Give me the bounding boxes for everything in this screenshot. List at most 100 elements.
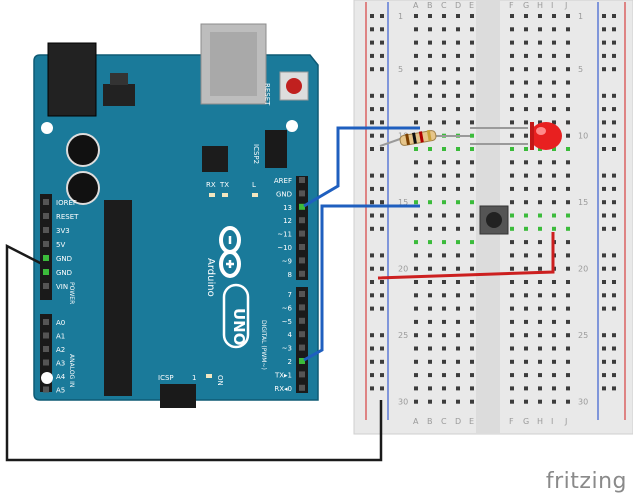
breadboard-hole xyxy=(470,27,474,32)
breadboard-labels: ABCDEFGHIJABCDEFGHIJ11551010151520202525… xyxy=(398,1,588,426)
breadboard-hole xyxy=(470,319,474,324)
breadboard-hole xyxy=(414,293,418,298)
breadboard-hole xyxy=(470,133,474,138)
voltage-regulator xyxy=(103,84,135,106)
breadboard-hole xyxy=(524,240,528,245)
header-pin xyxy=(299,270,305,277)
icsp2-header xyxy=(265,130,287,168)
breadboard-column-label: H xyxy=(537,417,543,426)
rail-hole xyxy=(380,200,384,205)
header-pin xyxy=(43,319,49,325)
rail-hole xyxy=(370,53,374,58)
rail-hole xyxy=(370,373,374,378)
rail-hole xyxy=(602,27,606,32)
breadboard-hole xyxy=(470,293,474,298)
breadboard-hole xyxy=(456,80,460,85)
pin-label: A4 xyxy=(56,373,66,381)
rail-hole xyxy=(370,306,374,311)
rail-hole xyxy=(602,226,606,231)
breadboard-hole xyxy=(414,240,418,245)
digital-bottom-header xyxy=(296,287,308,393)
breadboard-hole xyxy=(414,226,418,231)
rail-hole xyxy=(612,133,616,138)
breadboard-row-label: 1 xyxy=(578,12,583,21)
rail-hole xyxy=(602,266,606,271)
breadboard-hole xyxy=(428,213,432,218)
rail-hole xyxy=(370,280,374,284)
breadboard-hole xyxy=(456,293,460,298)
breadboard-column-label: B xyxy=(427,1,433,10)
pin-label: RESET xyxy=(56,213,79,221)
breadboard-hole xyxy=(566,173,570,178)
breadboard-hole xyxy=(538,333,542,338)
icsp-label: ICSP xyxy=(158,374,174,382)
rail-hole xyxy=(380,293,384,298)
breadboard-hole xyxy=(566,280,570,284)
breadboard-hole xyxy=(442,186,446,191)
breadboard-column-label: B xyxy=(427,417,433,426)
header-pin xyxy=(43,227,49,233)
breadboard-hole xyxy=(566,373,570,378)
breadboard-hole xyxy=(552,173,556,178)
breadboard-hole xyxy=(414,306,418,311)
breadboard-hole xyxy=(414,213,418,218)
breadboard-column-label: D xyxy=(455,1,461,10)
breadboard-hole xyxy=(414,359,418,364)
rail-hole xyxy=(612,226,616,231)
breadboard-hole xyxy=(456,346,460,351)
rail-hole xyxy=(370,213,374,218)
rail-hole xyxy=(612,253,616,258)
rail-hole xyxy=(602,200,606,205)
breadboard-hole xyxy=(470,147,474,151)
breadboard-hole xyxy=(510,306,514,311)
breadboard-hole xyxy=(470,253,474,258)
uno-text: UNO xyxy=(230,308,248,346)
pin-label: 3V3 xyxy=(56,227,70,235)
breadboard-hole xyxy=(442,280,446,284)
blue-wire-pin2 xyxy=(303,204,420,362)
breadboard-hole xyxy=(538,147,542,151)
rail-hole xyxy=(370,120,374,125)
breadboard-hole xyxy=(566,133,570,138)
breadboard-hole xyxy=(552,399,556,404)
breadboard-hole xyxy=(428,80,432,85)
pin-label: ~3 xyxy=(282,345,292,353)
push-button[interactable] xyxy=(479,205,509,235)
reset-button[interactable] xyxy=(286,78,302,94)
breadboard-hole xyxy=(414,266,418,271)
breadboard-hole xyxy=(428,120,432,125)
breadboard-hole xyxy=(552,213,556,218)
rail-hole xyxy=(380,346,384,351)
pin-label: 12 xyxy=(283,217,292,225)
breadboard-hole xyxy=(442,200,446,205)
icsp2-label: ICSP2 xyxy=(252,144,260,164)
breadboard-hole xyxy=(552,359,556,364)
breadboard-hole xyxy=(566,107,570,112)
rail-hole xyxy=(370,40,374,45)
breadboard-hole xyxy=(442,240,446,245)
breadboard-hole xyxy=(428,266,432,271)
rail-hole xyxy=(370,107,374,112)
breadboard-hole xyxy=(552,186,556,191)
breadboard-hole xyxy=(470,14,474,18)
breadboard-hole xyxy=(414,346,418,351)
breadboard-hole xyxy=(510,399,514,404)
rail-hole xyxy=(380,40,384,45)
breadboard-hole xyxy=(442,399,446,404)
breadboard-column-label: J xyxy=(564,417,567,426)
breadboard-hole xyxy=(510,253,514,258)
rail-hole xyxy=(602,67,606,72)
voltage-regulator-tab xyxy=(110,73,128,85)
rail-hole xyxy=(370,386,374,391)
breadboard-hole xyxy=(456,226,460,231)
breadboard-column-label: C xyxy=(441,417,447,426)
header-pin xyxy=(299,244,305,250)
rail-hole xyxy=(602,133,606,138)
atmega328-chip xyxy=(104,200,132,396)
usb-connector-inner xyxy=(210,32,257,96)
breadboard-hole xyxy=(538,27,542,32)
pin-label: 4 xyxy=(288,331,293,339)
breadboard-hole xyxy=(510,319,514,324)
breadboard-hole xyxy=(524,306,528,311)
breadboard-hole xyxy=(414,386,418,391)
